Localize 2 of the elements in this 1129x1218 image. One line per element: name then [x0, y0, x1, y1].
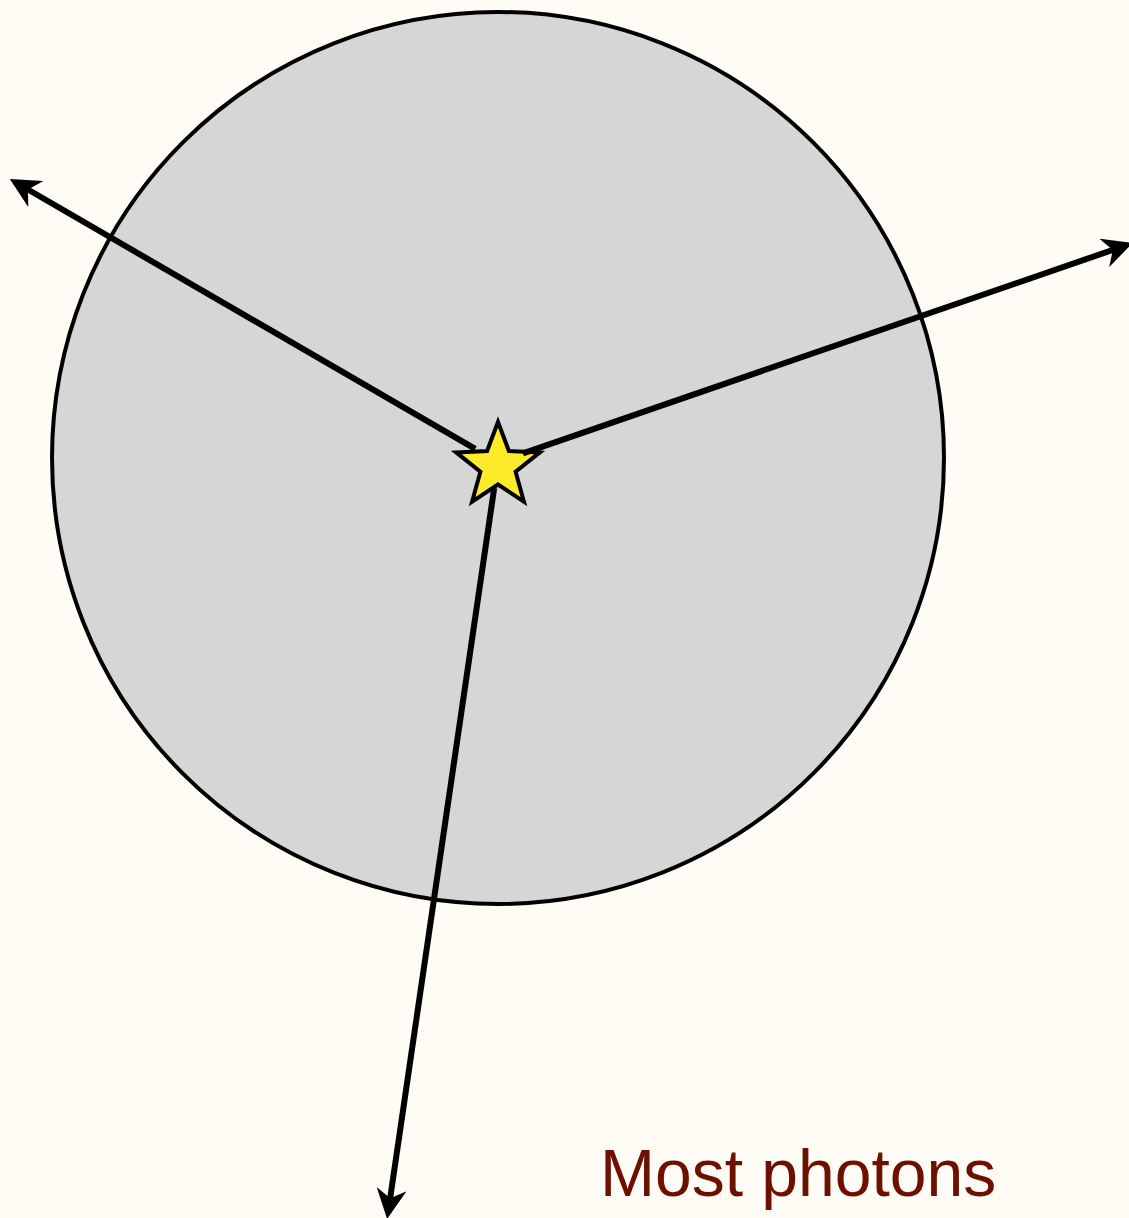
- arrow: [9, 179, 477, 452]
- arrow: [522, 238, 1129, 457]
